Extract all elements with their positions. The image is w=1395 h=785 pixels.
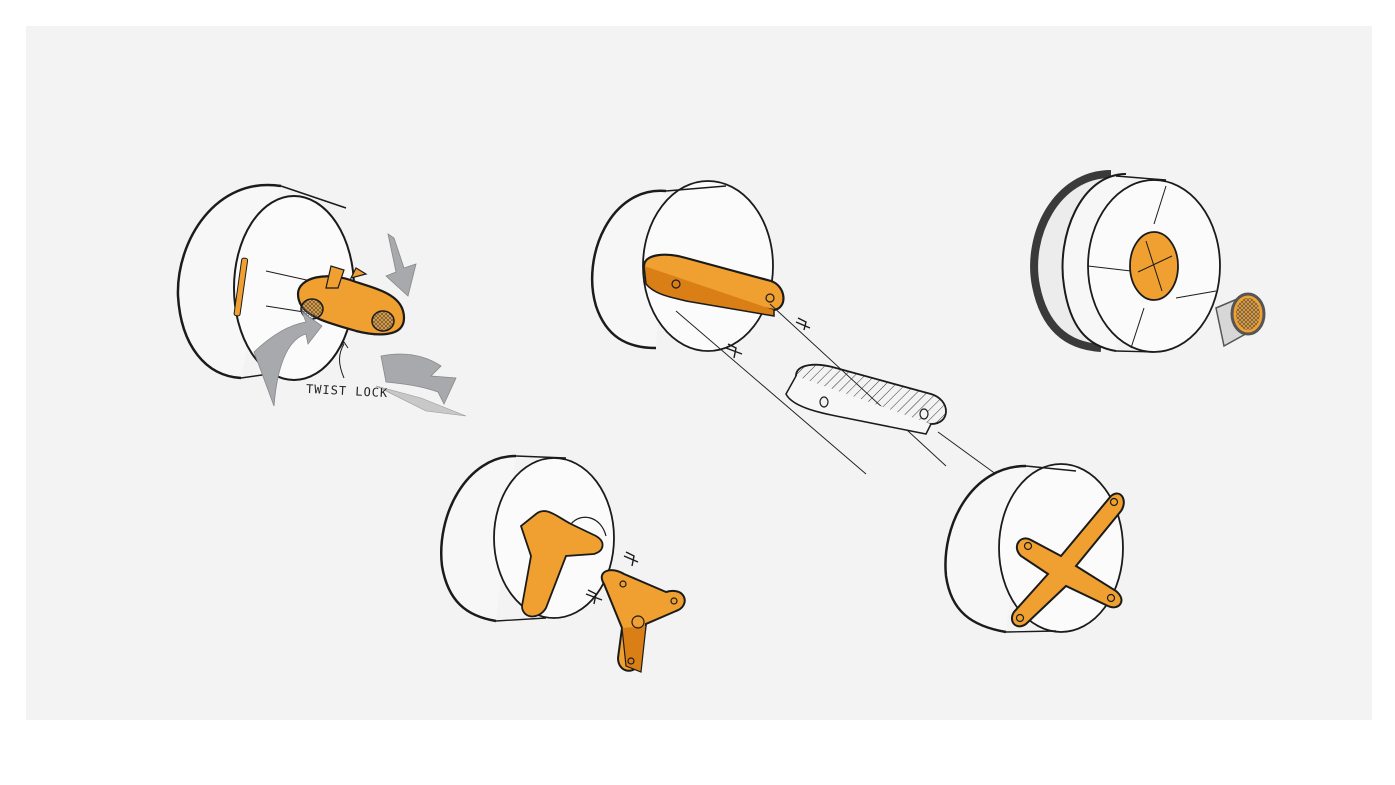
mesh-plug <box>1215 292 1266 348</box>
sketch-canvas: TWIST LOCK <box>26 26 1372 720</box>
gasket-puck <box>1030 170 1266 353</box>
sketch-drawing <box>176 170 1266 673</box>
bar-mount-puck <box>591 180 1027 497</box>
cross-mount-puck <box>944 463 1125 634</box>
twist-lock-puck <box>176 183 467 417</box>
twist-bar <box>296 265 406 336</box>
tripod-mount-puck <box>439 454 686 673</box>
